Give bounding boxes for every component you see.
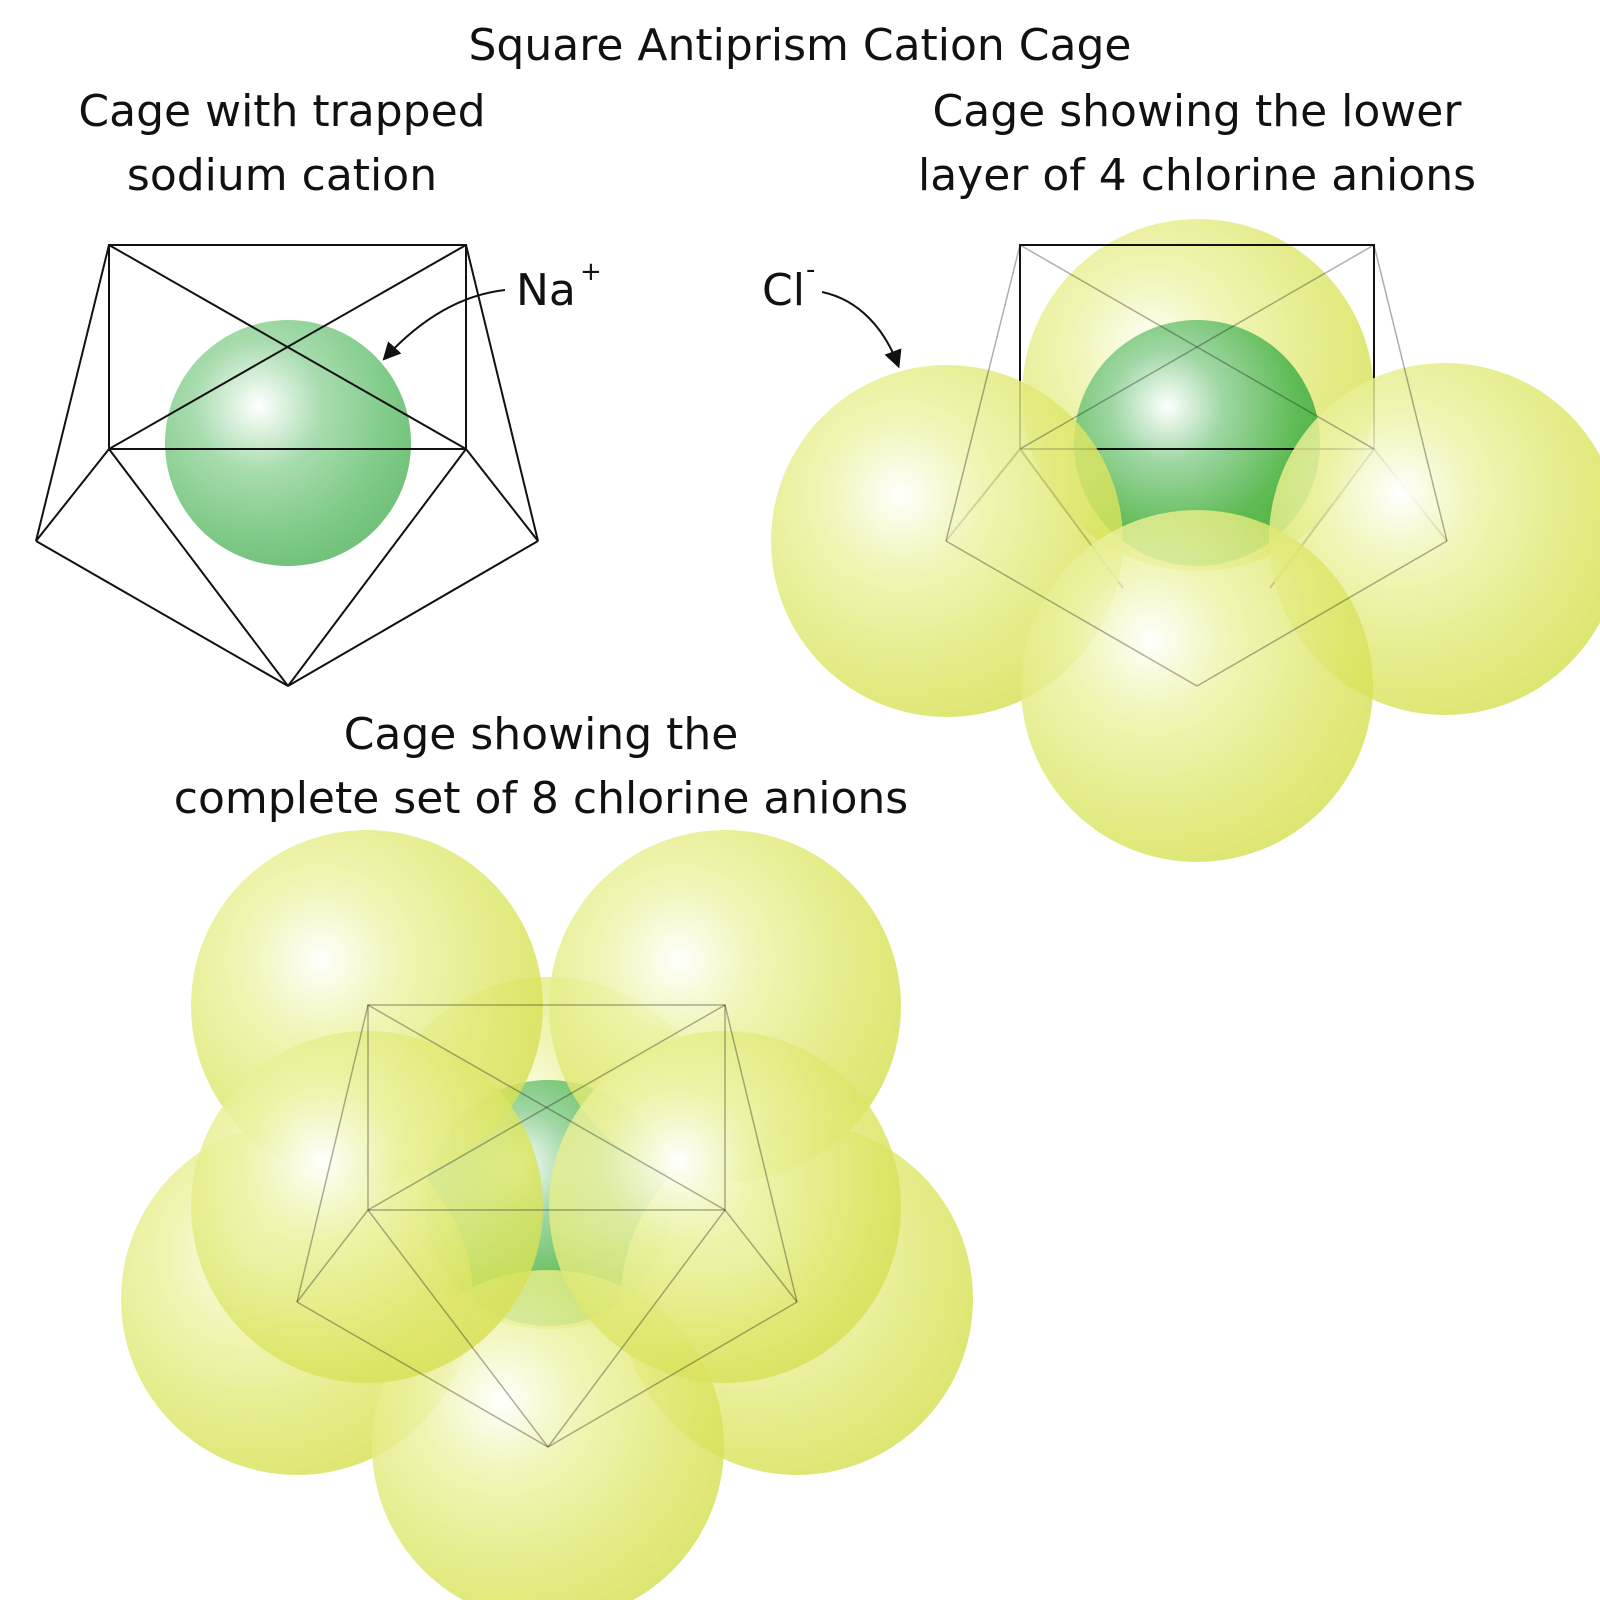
chlorine-label: Cl	[762, 265, 805, 316]
panel-trapped: Cage with trapped sodium cation Na +	[35, 86, 602, 687]
panel-complete: Cage showing the complete set of 8 chlor…	[121, 709, 973, 1600]
caption-complete-line2: complete set of 8 chlorine anions	[174, 773, 908, 824]
chlorine-arrow	[821, 291, 902, 369]
sodium-cation	[1074, 320, 1320, 566]
sodium-charge: +	[580, 257, 602, 287]
caption-complete-line1: Cage showing the	[344, 709, 739, 760]
sodium-cation	[165, 320, 411, 566]
figure-title: Square Antiprism Cation Cage	[468, 20, 1131, 71]
chlorine-anion	[549, 1031, 901, 1383]
sodium-label: Na	[516, 265, 576, 316]
sodium-arrow	[382, 289, 506, 361]
chlorine-anion	[191, 1031, 543, 1383]
caption-lower-line2: layer of 4 chlorine anions	[918, 150, 1476, 201]
antiprism-cage	[296, 1004, 798, 1448]
caption-lower-line1: Cage showing the lower	[933, 86, 1463, 137]
panel-lower: Cage showing the lower layer of 4 chlori…	[762, 86, 1600, 862]
caption-trapped-line1: Cage with trapped	[78, 86, 485, 137]
chlorine-charge: -	[806, 255, 815, 285]
antiprism-cage-lower	[945, 244, 1448, 687]
antiprism-cage	[35, 244, 539, 687]
caption-trapped-line2: sodium cation	[127, 150, 437, 201]
chlorine-anion	[1021, 510, 1373, 862]
